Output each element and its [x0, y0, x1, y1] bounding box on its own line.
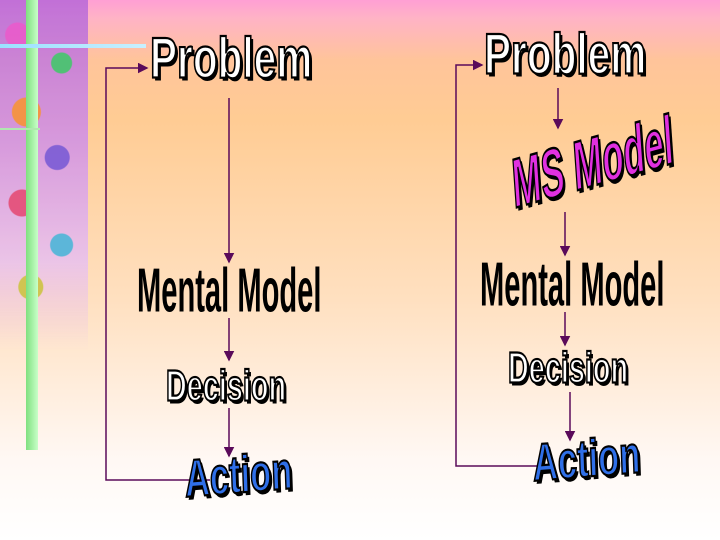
left-mental-model-label: Mental Model: [137, 256, 322, 326]
decorative-horizontal-line: [0, 44, 146, 48]
decorative-horizontal-line-small: [0, 128, 40, 130]
decorative-vertical-bar: [26, 0, 38, 450]
right-problem-label: Problem: [483, 22, 647, 87]
decorative-side-pattern: [0, 0, 88, 350]
left-feedback-loop: [105, 62, 210, 481]
right-action-label: Action: [531, 425, 642, 494]
right-mental-model-label: Mental Model: [480, 250, 665, 320]
left-action-label: Action: [183, 441, 294, 510]
left-problem-label: Problem: [149, 26, 313, 91]
right-decision-label: Decision: [507, 343, 629, 393]
left-decision-label: Decision: [165, 361, 287, 411]
right-feedback-loop: [455, 59, 540, 467]
